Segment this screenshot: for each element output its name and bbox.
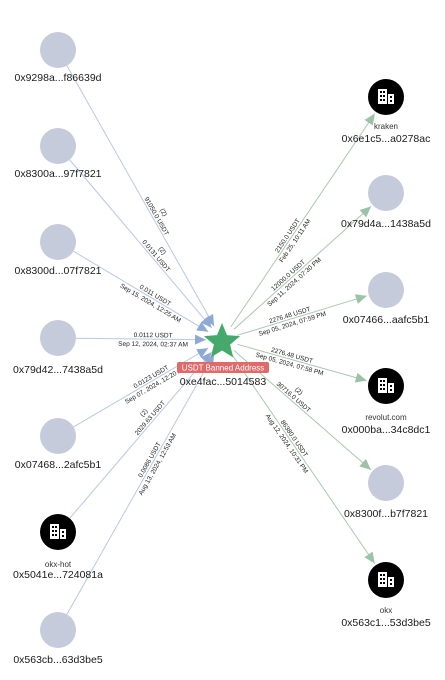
edge-line[interactable] [66,65,215,327]
edge-n5[interactable] [73,347,209,428]
edge-arrow [364,551,375,564]
node-address[interactable]: 0x07468...2afc5b1 [15,459,102,471]
center-star-icon[interactable] [203,323,241,358]
building-icon [378,572,394,587]
address-node-circle[interactable] [368,465,404,501]
building-icon [50,524,66,539]
address-node-n7[interactable]: 0x563cb...63d3be5 [13,612,103,666]
edge-line[interactable] [69,159,213,329]
exchange-name: okx-hot [45,560,72,569]
address-node-circle[interactable] [40,224,76,260]
edge-n8[interactable] [230,113,376,328]
edge-count: (2) [293,386,304,397]
node-address[interactable]: 0x79d42...7438a5d [13,364,103,376]
edge-n4[interactable] [75,334,207,345]
node-address[interactable]: 0x563c1...53d3be5 [341,617,430,629]
address-node-circle[interactable] [40,32,76,68]
node-address[interactable]: 0x79d4a...1438a5d [341,218,431,230]
address-node-n5[interactable]: 0x07468...2afc5b1 [15,418,102,471]
edge-label: (2)0.0131 USDT [140,239,171,274]
edge-count: (2) [157,246,167,257]
edge-arrow [200,316,212,328]
edge-date: Sep 12, 2024, 02:37 AM [118,341,188,349]
edge-arrow [196,321,209,332]
address-node-circle[interactable] [368,175,404,211]
exchange-name: okx [380,606,392,615]
edge-n2[interactable] [69,159,213,329]
address-node-n11[interactable]: revolut.com 0x000ba...34c8dc1 [342,368,431,436]
banned-badge [177,362,269,373]
address-node-circle[interactable] [40,612,76,648]
edge-arrow [364,113,375,126]
edge-arrow [196,348,209,358]
edge-arrow [354,294,367,304]
node-address[interactable]: 0x07466...aafc5b1 [343,314,430,326]
node-address[interactable]: 0x8300d...07f7821 [15,265,102,277]
exchange-name: revolut.com [365,413,407,422]
address-node-n3[interactable]: 0x8300d...07f7821 [15,224,102,277]
edge-line[interactable] [237,343,367,382]
edge-n9[interactable] [233,205,372,330]
node-address[interactable]: 0x8300a...97f7821 [15,168,102,180]
exchange-name: kraken [374,122,398,131]
edge-amount: 2029.63 USDT [134,400,167,437]
address-node-n1[interactable]: 0x9298a...f86639d [15,32,102,84]
edge-amount: 91050.0 USDT [143,196,170,237]
address-node-circle[interactable] [40,320,76,356]
node-address[interactable]: 0x9298a...f86639d [15,72,102,84]
center-address[interactable]: 0xe4fac...5014583 [180,376,267,388]
node-address[interactable]: 0x8300f...b7f7821 [344,508,428,520]
edge-n11[interactable] [237,343,367,383]
edge-n10[interactable] [237,294,368,336]
edge-line[interactable] [230,352,376,564]
address-node-n12[interactable]: 0x8300f...b7f7821 [344,465,428,520]
address-node-circle[interactable] [40,128,76,164]
edge-label: (2)30716.0 USDT [275,381,312,415]
address-node-n9[interactable]: 0x79d4a...1438a5d [341,175,431,230]
edge-line[interactable] [233,205,372,330]
banned-badge-label: USDT Banned Address [182,364,265,373]
edge-arrow [359,206,372,218]
edge-n3[interactable] [73,250,209,333]
edge-count: (2) [139,408,149,419]
node-address[interactable]: 0x563cb...63d3be5 [13,654,102,666]
edge-amount: 30716.0 USDT [275,381,312,415]
address-node-n4[interactable]: 0x79d42...7438a5d [13,320,103,376]
edge-line[interactable] [73,347,209,428]
edge-line[interactable] [66,353,215,615]
edge-arrow [194,334,207,345]
edge-line[interactable] [237,295,368,336]
edge-arrow [354,372,367,383]
edge-amount: 0.0112 USDT [134,332,173,339]
edge-count: (2) [158,207,168,217]
node-address[interactable]: 0x6e1c5...a0278ac [342,133,431,145]
edge-line[interactable] [230,113,376,328]
nodes-layer: 0x9298a...f86639d 0x8300a...97f7821 0x8300… [13,32,431,666]
center-node[interactable]: USDT Banned Address 0xe4fac...5014583 [177,323,269,388]
address-node-n13[interactable]: okx 0x563c1...53d3be5 [341,562,431,629]
edge-label: 0.0112 USDT Sep 12, 2024, 02:37 AM [118,332,188,349]
edge-n13[interactable] [230,352,376,564]
edge-arrow [359,458,371,470]
building-icon [378,378,394,393]
address-node-circle[interactable] [368,272,404,308]
edge-line[interactable] [75,337,207,341]
address-node-n2[interactable]: 0x8300a...97f7821 [15,128,102,180]
address-node-circle[interactable] [40,418,76,454]
edge-line[interactable] [73,250,209,333]
node-address[interactable]: 0x000ba...34c8dc1 [342,424,431,436]
edge-line[interactable] [69,351,212,519]
edge-amount: 0.0131 USDT [140,239,171,274]
node-address[interactable]: 0x5041e...724081a [13,569,103,581]
address-node-n8[interactable]: kraken 0x6e1c5...a0278ac [342,79,431,145]
building-icon [378,89,394,104]
address-node-n10[interactable]: 0x07466...aafc5b1 [343,272,430,326]
